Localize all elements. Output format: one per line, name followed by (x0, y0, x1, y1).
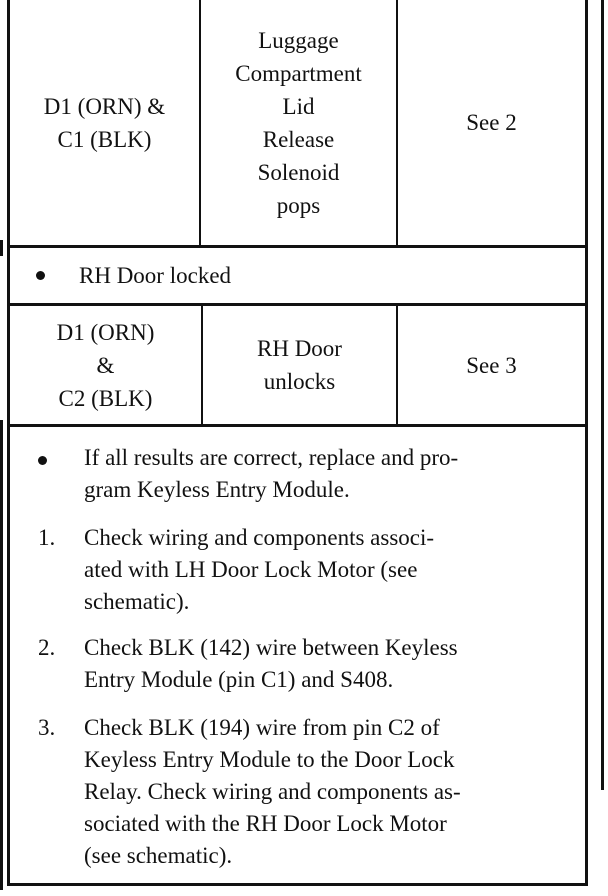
divider-col2-row3 (396, 304, 398, 425)
note-line: ated with LH Door Lock Motor (see (84, 557, 418, 582)
row3-result-line: RH Door (257, 336, 342, 361)
note-line: Keyless Entry Module to the Door Lock (84, 747, 455, 772)
note-line: Check BLK (194) wire from pin C2 of (84, 715, 440, 740)
divider-col2-row1 (396, 0, 398, 246)
note-number: 2. (38, 635, 56, 660)
note-bullet (38, 442, 78, 474)
row1-action-cell: See 2 (398, 0, 585, 245)
note-line: schematic). (84, 589, 190, 614)
row1-action-text: See 2 (466, 110, 517, 135)
table-frame (7, 0, 588, 886)
row1-connector-line: C1 (BLK) (57, 126, 152, 152)
row3-connector-line: D1 (ORN) (56, 319, 155, 345)
page-edge-right (601, 0, 604, 790)
row3-connector-line: & (96, 352, 115, 378)
row3-result-line: unlocks (263, 369, 336, 394)
divider-col1-row1 (199, 0, 201, 246)
row1-result-line: Lid (282, 93, 315, 119)
page-edge-left (0, 240, 3, 256)
note-number: 3. (38, 715, 56, 740)
row1-result-line: Solenoid (257, 159, 340, 185)
row2-condition-text: RH Door locked (79, 262, 232, 288)
row3-connector-line: C2 (BLK) (58, 385, 153, 411)
note-line: Check wiring and components associ- (84, 525, 435, 550)
note-line: Relay. Check wiring and components as- (84, 779, 461, 804)
bullet-icon (36, 271, 45, 280)
note-number: 1. (38, 525, 56, 550)
row1-connector-line: D1 (ORN) & (43, 93, 166, 119)
row1-connector-cell: D1 (ORN) & C1 (BLK) (10, 0, 199, 245)
rule-row1-bottom (7, 245, 588, 248)
divider-col1-row3 (201, 304, 203, 425)
row3-action-cell: See 3 (398, 306, 585, 424)
note-line: If all results are correct, replace and … (84, 445, 459, 470)
note-line: (see schematic). (84, 843, 233, 868)
row3-result-cell: RH Door unlocks (203, 306, 396, 424)
note-line: Check BLK (142) wire between Keyless (84, 635, 458, 660)
rule-row2-bottom (7, 303, 588, 306)
note-line: Entry Module (pin C1) and S408. (84, 667, 394, 692)
row2-condition: RH Door locked (10, 248, 585, 303)
row3-connector-cell: D1 (ORN) & C2 (BLK) (10, 306, 201, 424)
page-edge-left-lower (0, 420, 3, 890)
note-line: sociated with the RH Door Lock Motor (84, 811, 447, 836)
row1-result-line: Luggage (258, 27, 339, 53)
row1-result-cell: Luggage Compartment Lid Release Solenoid… (201, 0, 396, 245)
rule-row3-bottom (7, 424, 588, 427)
row3-action-text: See 3 (466, 352, 517, 378)
row1-result-line: Compartment (235, 60, 362, 86)
note-line: gram Keyless Entry Module. (84, 477, 350, 502)
bullet-icon (38, 456, 47, 465)
row1-result-line: Release (262, 126, 335, 152)
row1-result-line: pops (276, 192, 321, 218)
